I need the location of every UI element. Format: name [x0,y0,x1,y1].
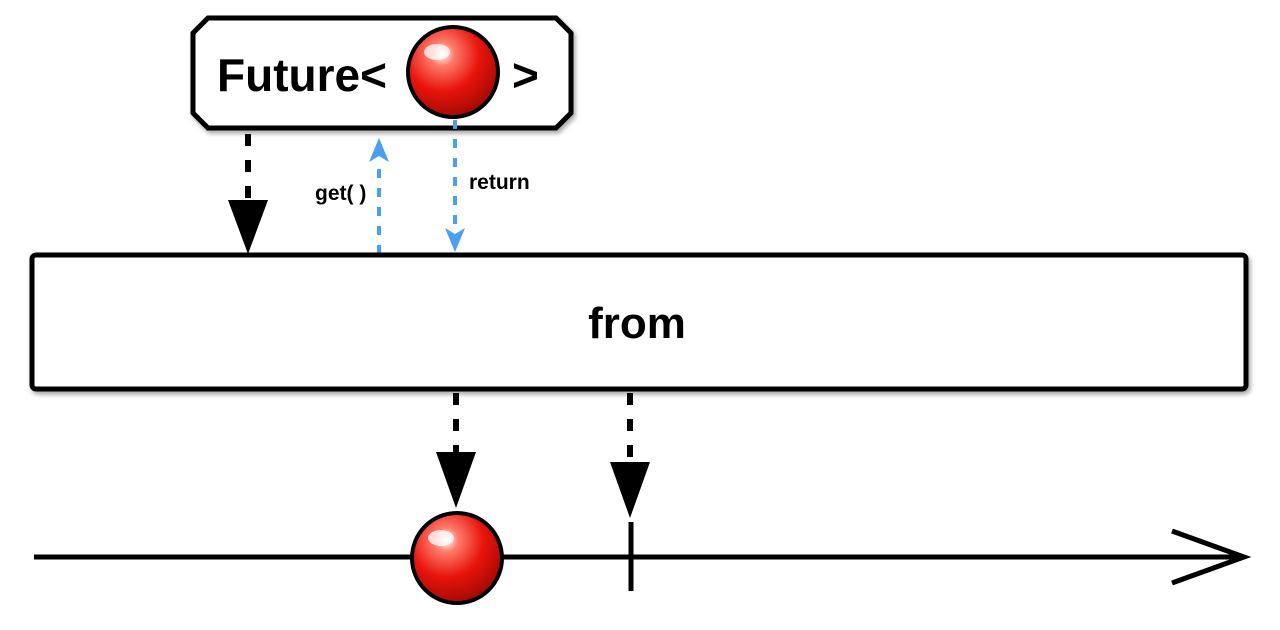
subscribe-arrowhead-icon [228,200,268,254]
emit-complete-arrowhead-icon [610,462,650,518]
timeline-end-arrowhead-icon [1171,528,1252,586]
get-call-label: get( ) [315,182,366,205]
future-suffix-label: > [512,49,539,101]
emit-complete-arrow [610,393,650,518]
get-call-arrow [369,138,389,254]
emitted-item-icon [410,511,504,605]
emit-item-arrow [436,393,476,508]
get-arrowhead-icon [369,138,389,162]
subscribe-arrow [228,134,268,254]
return-label: return [469,171,530,194]
return-arrow [445,120,465,252]
emit-item-arrowhead-icon [436,452,476,508]
return-arrowhead-icon [445,228,465,252]
future-item-icon [406,25,500,119]
operator-box: from [29,252,1249,392]
future-source: Future< > [190,15,574,131]
operator-label: from [588,299,686,348]
future-prefix-label: Future< [217,49,387,101]
output-timeline [34,511,1252,605]
